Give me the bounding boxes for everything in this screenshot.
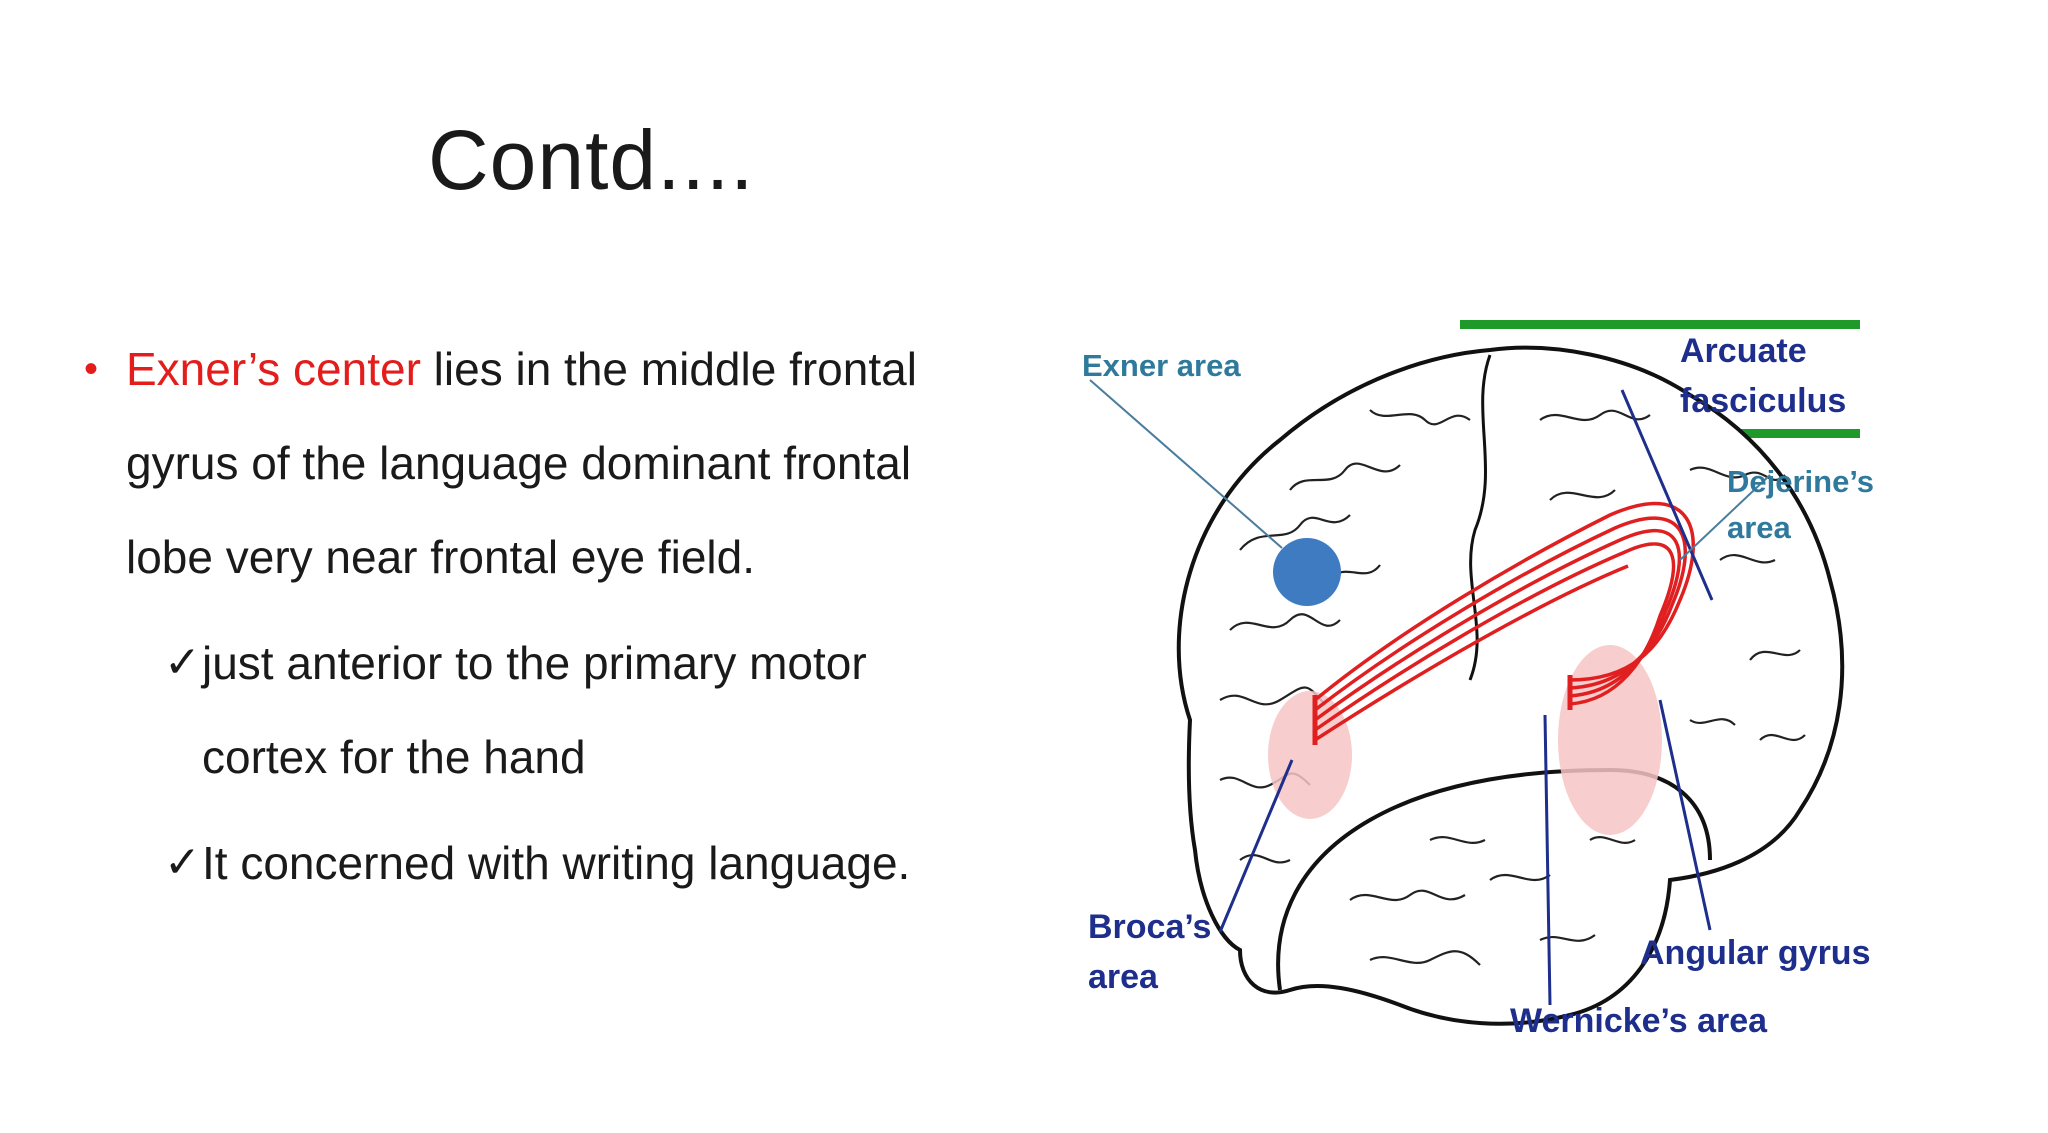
label-arcuate-1: Arcuate — [1680, 332, 1807, 370]
central-sulcus — [1468, 354, 1492, 681]
label-wernicke-area: Wernicke’s area — [1510, 1002, 1768, 1040]
brain-language-areas-diagram: Exner area Arcuate fasciculus Dejerine’s… — [1070, 300, 1930, 1060]
checkmark-icon: ✓ — [164, 838, 201, 887]
checkmark-icon: ✓ — [164, 638, 201, 687]
bullet-line-3: lobe very near frontal eye field. — [126, 531, 756, 583]
subpoint-1: ✓ just anterior to the primary motor cor… — [84, 616, 984, 804]
green-bar-top — [1460, 320, 1860, 329]
bullet-line-2: gyrus of the language dominant frontal — [126, 437, 912, 489]
slide-body: • Exner’s center lies in the middle fron… — [84, 322, 984, 910]
exner-area-spot — [1273, 538, 1341, 606]
subpoint-1-line-2: cortex for the hand — [202, 731, 586, 783]
broca-pointer — [1218, 759, 1294, 933]
label-exner-area: Exner area — [1082, 348, 1241, 383]
arcuate-tract — [1312, 501, 1695, 745]
broca-area-region — [1268, 691, 1352, 819]
angular-pointer — [1658, 699, 1712, 931]
brain-diagram-svg: Exner area Arcuate fasciculus Dejerine’s… — [1082, 320, 1874, 1040]
label-angular-gyrus: Angular gyrus — [1640, 934, 1870, 972]
label-broca-2: area — [1088, 958, 1159, 996]
subpoint-1-line-1: just anterior to the primary motor — [202, 637, 867, 689]
label-broca-1: Broca’s — [1088, 908, 1211, 946]
label-dejerine-2: area — [1727, 510, 1792, 545]
arcuate-pointer — [1620, 389, 1714, 601]
exner-pointer — [1089, 379, 1283, 549]
slide-title: Contd.... — [428, 113, 755, 207]
subpoint-2-line-1: It concerned with writing language. — [202, 837, 911, 889]
dejerine-pointer — [1679, 474, 1771, 561]
bullet-point: • Exner’s center lies in the middle fron… — [84, 322, 984, 604]
brain-outline — [1176, 345, 1845, 1026]
label-arcuate-2: fasciculus — [1680, 382, 1846, 420]
subpoint-2: ✓ It concerned with writing language. — [84, 816, 984, 910]
bullet-line-1-rest: lies in the middle frontal — [420, 343, 917, 395]
bullet-icon: • — [84, 347, 99, 391]
wernicke-pointer — [1543, 714, 1552, 1006]
gyri-lines — [1219, 409, 1806, 966]
label-dejerine-1: Dejerine’s — [1727, 464, 1874, 499]
exner-center-highlight: Exner’s center — [126, 343, 421, 395]
bullet-line-1: Exner’s center lies in the middle fronta… — [126, 322, 984, 416]
